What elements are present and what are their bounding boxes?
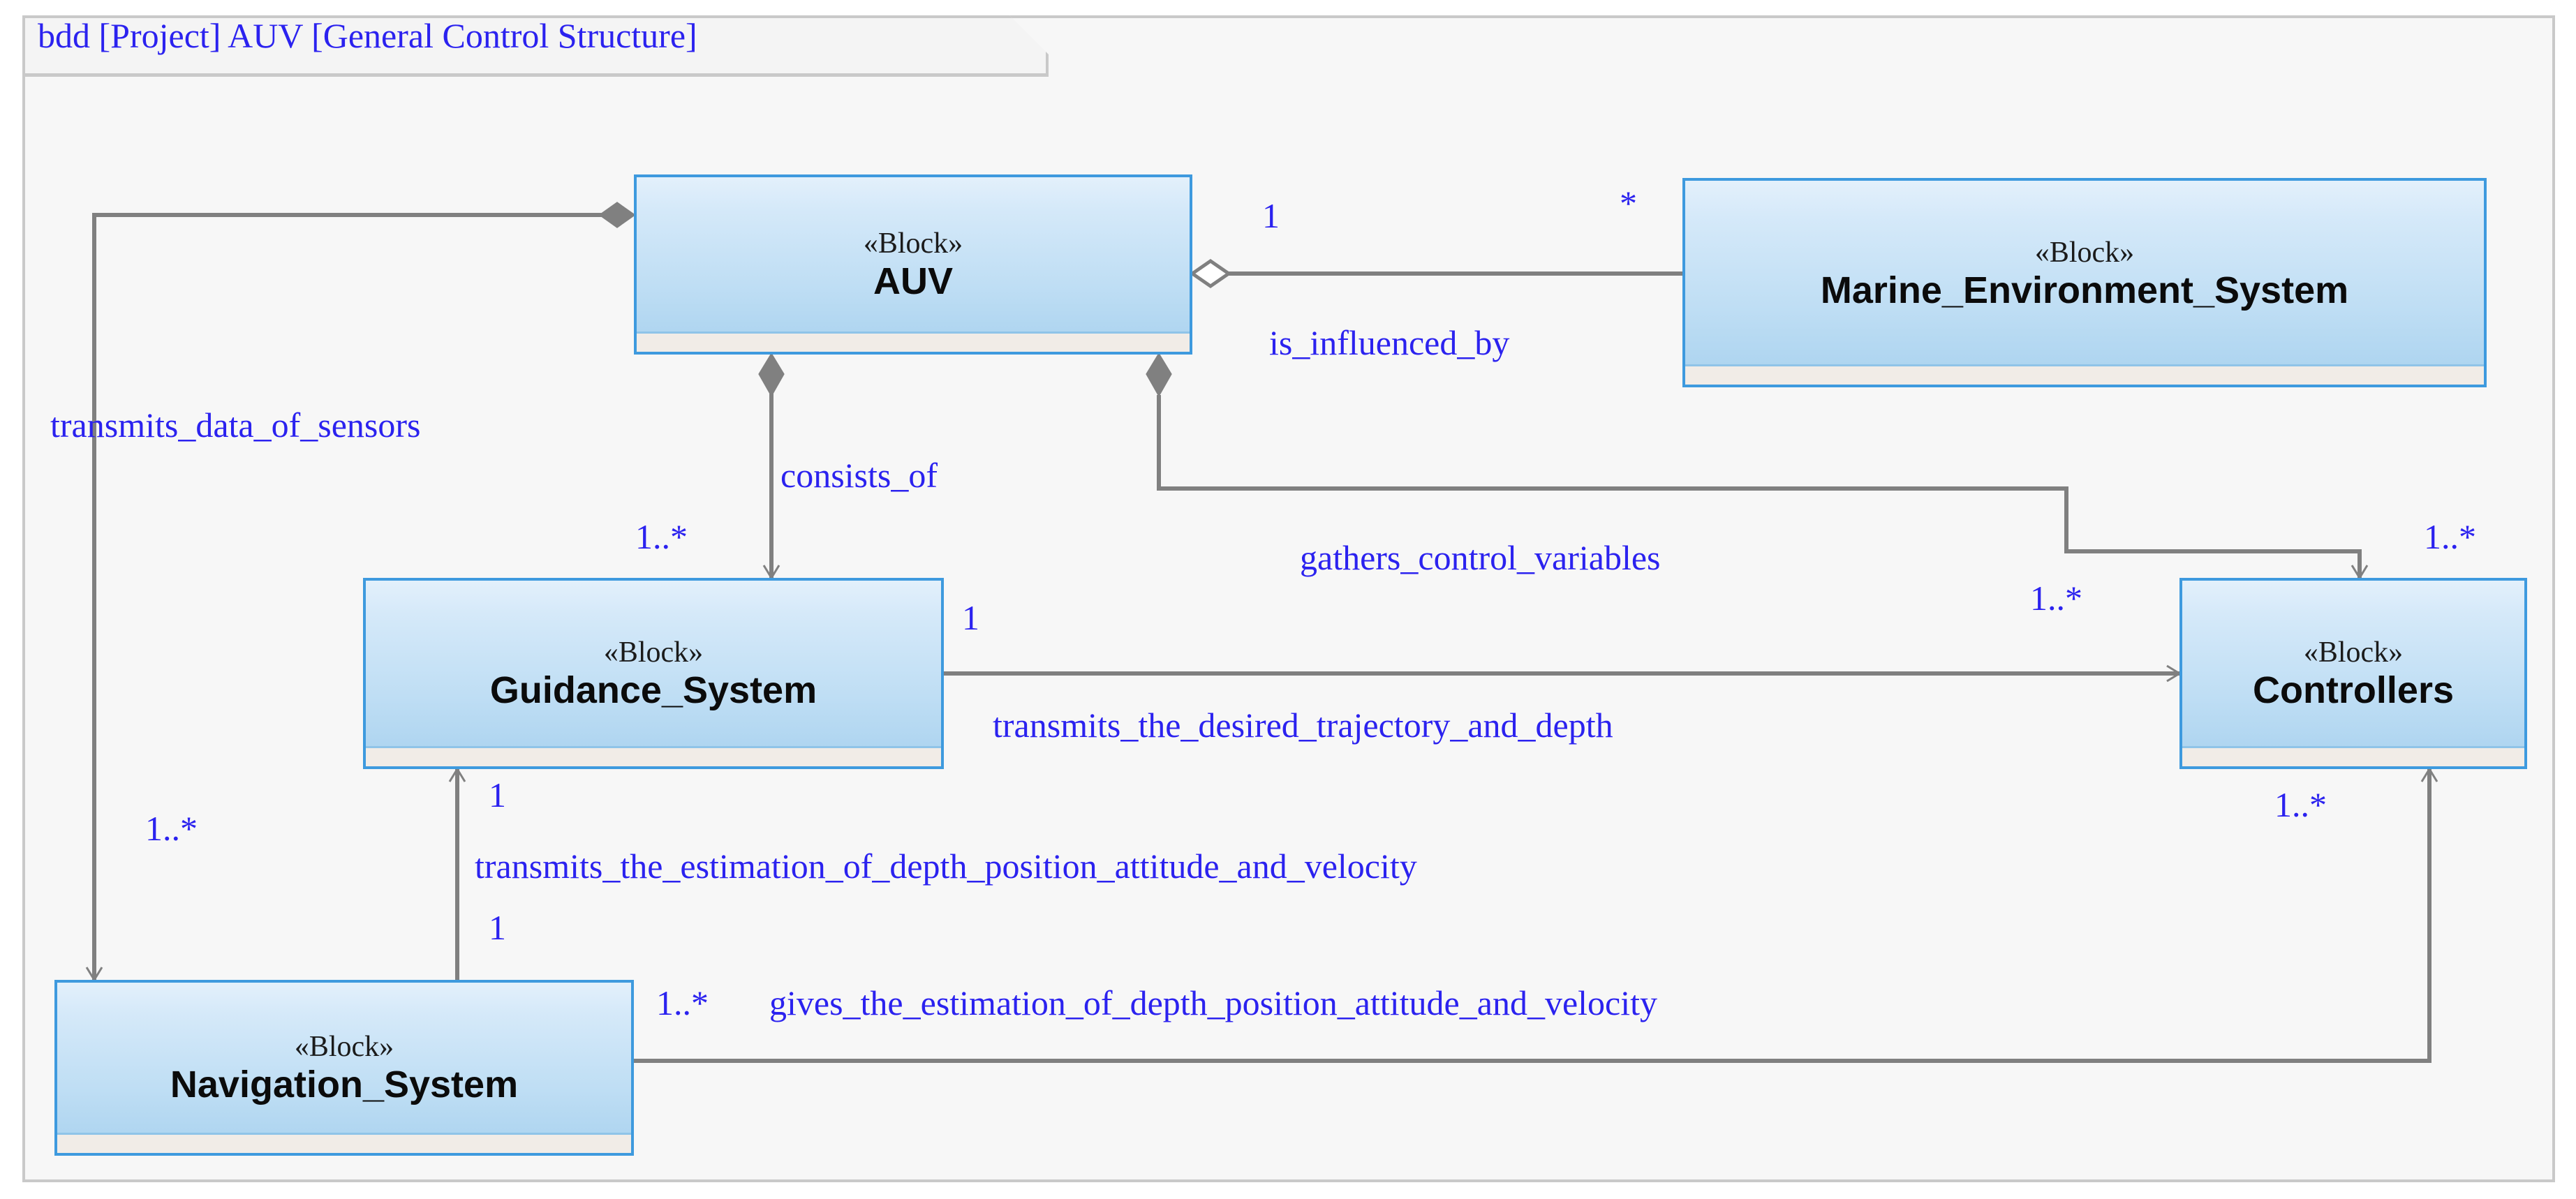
multiplicity-marine-left: 1 bbox=[1262, 196, 1280, 235]
filled-diamond-icon bbox=[598, 202, 636, 228]
connector-is-influenced-by bbox=[1189, 258, 1682, 289]
association-label-transmits-data-of-sensors: transmits_data_of_sensors bbox=[50, 405, 421, 445]
association-label-transmits-estimation: transmits_the_estimation_of_depth_positi… bbox=[475, 847, 1417, 886]
association-label-transmits-desired-trajectory: transmits_the_desired_trajectory_and_dep… bbox=[993, 706, 1613, 745]
block-marine-environment-system[interactable]: «Block» Marine_Environment_System bbox=[1682, 178, 2487, 387]
connector-gives-estimation bbox=[634, 767, 2438, 1063]
diagram-frame-label: bdd [Project] AUV [General Control Struc… bbox=[38, 16, 697, 55]
diagram-frame-tab bbox=[22, 15, 1049, 77]
association-label-is-influenced-by: is_influenced_by bbox=[1269, 323, 1510, 362]
filled-diamond-icon bbox=[758, 352, 785, 398]
block-name: Navigation_System bbox=[170, 1063, 519, 1105]
block-auv[interactable]: «Block» AUV bbox=[634, 174, 1192, 355]
block-marine-environment-system-body: «Block» Marine_Environment_System bbox=[1685, 181, 2484, 366]
hollow-diamond-icon bbox=[1189, 258, 1232, 289]
multiplicity-controllers-left: 1..* bbox=[2030, 579, 2082, 618]
block-guidance-system[interactable]: «Block» Guidance_System bbox=[363, 578, 944, 769]
multiplicity-navigation-top: 1 bbox=[489, 908, 506, 947]
association-label-consists-of: consists_of bbox=[780, 456, 938, 495]
block-stereotype: «Block» bbox=[603, 636, 704, 669]
multiplicity-controllers-bottom: 1..* bbox=[2274, 785, 2327, 824]
block-stereotype: «Block» bbox=[863, 227, 963, 260]
multiplicity-transmits-data-of-sensors: 1..* bbox=[145, 809, 198, 848]
block-guidance-system-body: «Block» Guidance_System bbox=[366, 581, 941, 766]
multiplicity-guidance-right: 1 bbox=[962, 598, 979, 637]
block-compartment bbox=[1685, 364, 2484, 385]
multiplicity-navigation-right: 1..* bbox=[656, 983, 709, 1022]
block-stereotype: «Block» bbox=[2034, 236, 2135, 269]
multiplicity-marine-right: * bbox=[1620, 184, 1637, 223]
block-compartment bbox=[2182, 746, 2524, 766]
association-label-gathers-control-variables: gathers_control_variables bbox=[1300, 538, 1661, 577]
multiplicity-guidance-bottom: 1 bbox=[489, 775, 506, 814]
block-stereotype: «Block» bbox=[2303, 636, 2404, 669]
multiplicity-consists-of: 1..* bbox=[635, 517, 688, 556]
block-name: Marine_Environment_System bbox=[1820, 269, 2349, 311]
block-navigation-system[interactable]: «Block» Navigation_System bbox=[54, 980, 634, 1156]
connector-gathers-control-variables bbox=[1146, 352, 2369, 580]
block-name: AUV bbox=[873, 260, 953, 302]
block-stereotype: «Block» bbox=[294, 1030, 394, 1063]
block-compartment bbox=[366, 746, 941, 766]
block-name: Guidance_System bbox=[489, 669, 817, 711]
block-navigation-system-body: «Block» Navigation_System bbox=[57, 983, 631, 1153]
connector-consists-of bbox=[758, 352, 785, 580]
connector-transmits-data-of-sensors bbox=[85, 202, 636, 982]
block-name: Controllers bbox=[2252, 669, 2455, 711]
multiplicity-controllers-top: 1..* bbox=[2424, 517, 2476, 556]
association-label-gives-estimation: gives_the_estimation_of_depth_position_a… bbox=[769, 983, 1657, 1022]
block-controllers-body: «Block» Controllers bbox=[2182, 581, 2524, 766]
filled-diamond-icon bbox=[1146, 352, 1172, 398]
block-compartment bbox=[57, 1133, 631, 1153]
block-compartment bbox=[637, 332, 1190, 352]
block-auv-body: «Block» AUV bbox=[637, 177, 1190, 352]
block-controllers[interactable]: «Block» Controllers bbox=[2179, 578, 2527, 769]
